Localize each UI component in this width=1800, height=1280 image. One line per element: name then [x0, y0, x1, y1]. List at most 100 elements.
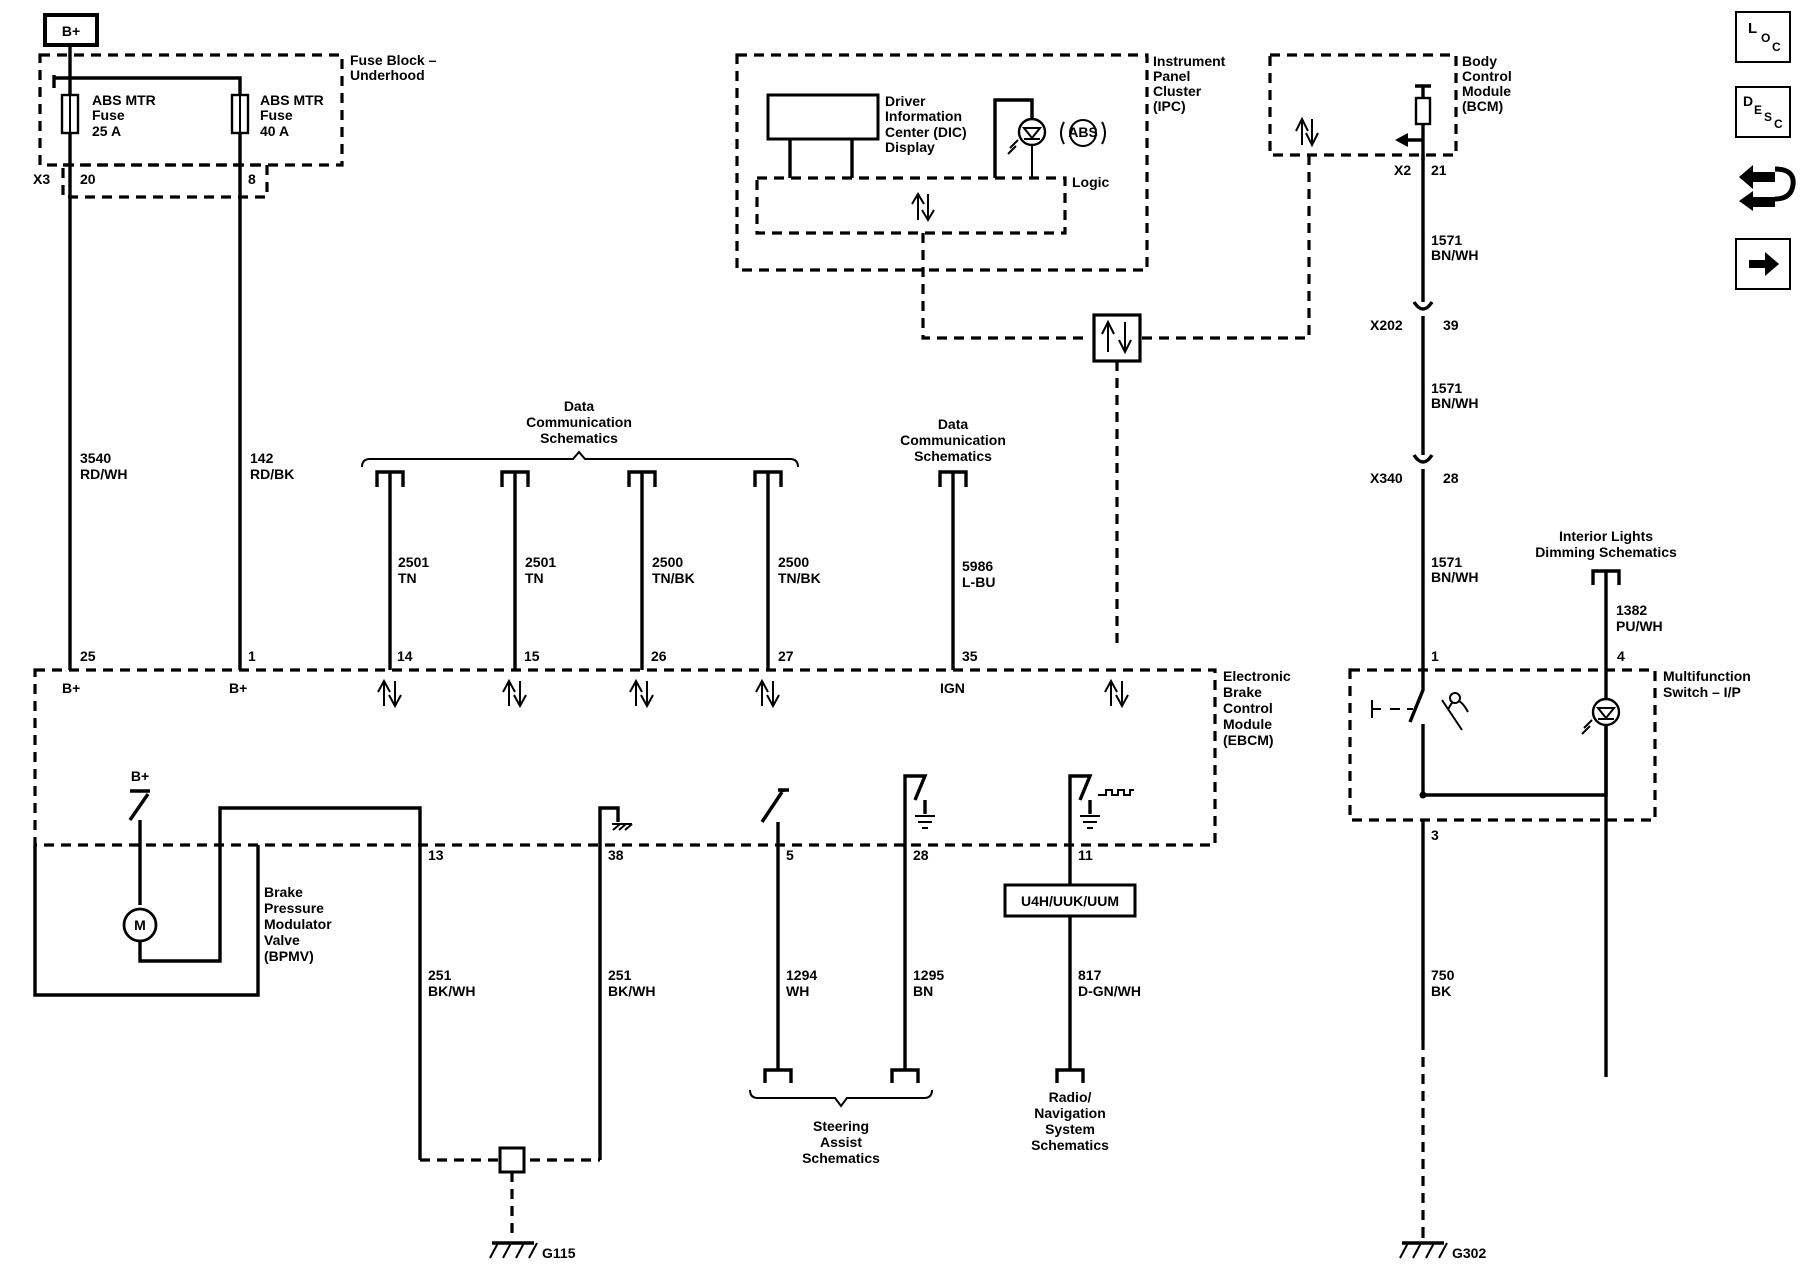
ipc-title-2: Panel [1153, 68, 1190, 84]
abs-warning-icon [1069, 119, 1097, 147]
ebcm-pin-25: 25 [80, 648, 96, 664]
fuse-25a-label-2: Fuse [92, 107, 125, 123]
radio-ref-1: Radio/ [1049, 1089, 1092, 1105]
bcm-circuit-1: 1571 [1431, 232, 1462, 248]
ground-g302-icon [1399, 1228, 1448, 1259]
ground-g115-label: G115 [542, 1245, 576, 1261]
ebcm-title-5: (EBCM) [1223, 732, 1274, 748]
bcm-circuit-2-color: BN/WH [1431, 395, 1478, 411]
ebcm-pin-35: 35 [962, 648, 978, 664]
ebcm-pin-38: 38 [608, 847, 624, 863]
bcm-title-1: Body [1462, 53, 1497, 69]
ebcm-pin-5: 5 [786, 847, 794, 863]
circuit-1382-color: PU/WH [1616, 618, 1663, 634]
ipc-logic-label: Logic [1072, 174, 1110, 190]
bcm-circuit-3-color: BN/WH [1431, 569, 1478, 585]
steering-ref-3: Schematics [802, 1150, 880, 1166]
circuit-251-b: 251 [608, 967, 632, 983]
battery-label: B+ [62, 23, 80, 39]
serial-data-arrows-icon [377, 678, 1129, 709]
circuit-750: 750 [1431, 967, 1455, 983]
ebcm-title-3: Control [1223, 700, 1273, 716]
fuse-block-pin-20: 20 [80, 171, 96, 187]
ebcm-pin-27: 27 [778, 648, 794, 664]
circuit-1295-color: BN [913, 983, 933, 999]
ebcm-bplus-1: B+ [62, 680, 80, 696]
ebcm-module: Electronic Brake Control Module (EBCM) 2… [33, 648, 1291, 997]
circuit-2501-b: 2501 [525, 554, 556, 570]
option-code-label: U4H/UUK/UUM [1021, 893, 1119, 909]
ipc-title-1: Instrument [1153, 53, 1226, 69]
fuse-block-pin-8: 8 [248, 171, 256, 187]
fuse-block-title-2: Underhood [350, 67, 425, 83]
ebcm-pin-1: 1 [248, 648, 256, 664]
svg-text:D: D [1743, 93, 1753, 109]
svg-text:O: O [1761, 31, 1770, 45]
ground-splice [498, 1146, 526, 1174]
next-page-icon[interactable] [1735, 238, 1791, 290]
bpmv-title-1: Brake [264, 884, 303, 900]
ebcm-title-4: Module [1223, 716, 1272, 732]
radio-ref-2: Navigation [1034, 1105, 1106, 1121]
dic-label-2: Information [885, 108, 962, 124]
circuit-5986: 5986 [962, 558, 993, 574]
serial-data-splice [1092, 313, 1142, 363]
bcm-connector: X2 [1394, 162, 1411, 178]
pump-motor-label: M [134, 917, 146, 933]
fuse-block: Fuse Block – Underhood X3 20 8 [33, 52, 437, 199]
desc-icon[interactable]: D E S C [1735, 86, 1791, 138]
fuse-25a-label-3: 25 A [92, 123, 121, 139]
dome-lamp-override-icon [1441, 692, 1469, 731]
loc-icon[interactable]: L O C [1735, 11, 1791, 63]
inline-x340: X340 [1370, 470, 1403, 486]
ebcm-ign: IGN [940, 680, 965, 696]
bpmv-title-2: Pressure [264, 900, 324, 916]
dic-label-4: Display [885, 139, 935, 155]
ebcm-pin-28: 28 [913, 847, 929, 863]
fuse-block-title-1: Fuse Block – [350, 52, 437, 68]
bcm-title-3: Module [1462, 83, 1511, 99]
bcm-pin-21: 21 [1431, 162, 1447, 178]
ipc-title-3: Cluster [1153, 83, 1202, 99]
bcm-module: Body Control Module (BCM) X2 21 [1268, 53, 1512, 178]
fuse-40a-label-2: Fuse [260, 107, 293, 123]
serial-data-wires [375, 470, 968, 670]
connector-end-view-icon[interactable] [1735, 155, 1797, 217]
ipc-serial-data-arrows-icon [911, 192, 935, 222]
switch-backlight-lamp-icon [1591, 697, 1621, 727]
interior-lights-ref-1: Interior Lights [1559, 528, 1653, 544]
multifunction-switch: Multifunction Switch – I/P 1 4 3 [1348, 648, 1751, 843]
bpmv-supply-label: B+ [131, 768, 149, 784]
ground-g302-label: G302 [1452, 1245, 1486, 1261]
dic-display [766, 93, 880, 141]
dic-label-1: Driver [885, 93, 926, 109]
ebcm-bplus-2: B+ [229, 680, 247, 696]
ebcm-pin-11: 11 [1078, 847, 1093, 863]
circuit-251-b-color: BK/WH [608, 983, 655, 999]
data-comm-ref2-3: Schematics [914, 448, 992, 464]
abs-indicator-lamp-icon [1017, 117, 1047, 147]
interior-lights-ref-2: Dimming Schematics [1535, 544, 1677, 560]
circuit-1294-color: WH [786, 983, 809, 999]
svg-text:C: C [1772, 40, 1781, 54]
circuit-251-a-color: BK/WH [428, 983, 475, 999]
steering-ref-2: Assist [820, 1134, 862, 1150]
bcm-circuit-3: 1571 [1431, 554, 1462, 570]
circuit-1295: 1295 [913, 967, 944, 983]
circuit-5986-color: L-BU [962, 574, 995, 590]
circuit-2501-b-color: TN [525, 570, 544, 586]
svg-text:C: C [1774, 117, 1783, 131]
circuit-750-color: BK [1431, 983, 1451, 999]
fuse-25a-label-1: ABS MTR [92, 92, 156, 108]
circuit-2500-a: 2500 [652, 554, 683, 570]
ground-g115-icon [489, 1241, 538, 1259]
mfs-title-2: Switch – I/P [1663, 684, 1741, 700]
bcm-title-4: (BCM) [1462, 98, 1503, 114]
mfs-pin-4: 4 [1617, 648, 1625, 664]
data-comm-ref2-1: Data [938, 416, 969, 432]
circuit-2500-a-color: TN/BK [652, 570, 695, 586]
bpmv-title-3: Modulator [264, 916, 332, 932]
circuit-2500-b: 2500 [778, 554, 809, 570]
circuit-1294: 1294 [786, 967, 817, 983]
abs-warning-text: ABS [1068, 124, 1098, 140]
